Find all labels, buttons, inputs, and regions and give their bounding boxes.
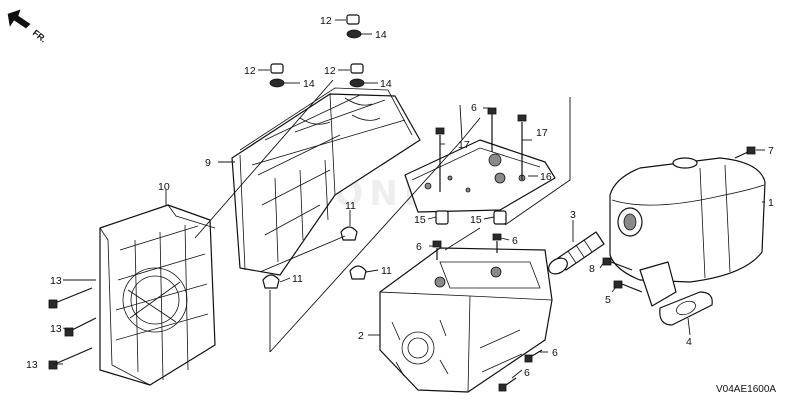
callout-14-left: 14 [303, 78, 315, 90]
drawing-code: V04AE1600A [716, 384, 776, 395]
callout-5: 5 [605, 294, 611, 306]
part-4-gasket[interactable] [659, 291, 713, 326]
part-6-bolt-lower-right[interactable] [524, 349, 543, 363]
callout-13-middle: 13 [50, 323, 62, 335]
part-14-washer-top[interactable] [346, 29, 362, 39]
callout-15-left: 15 [414, 214, 426, 226]
part-6-bolt-top[interactable] [487, 107, 497, 152]
part-6-bolt-protector-left[interactable] [432, 240, 442, 260]
part-12-nut-right[interactable] [350, 63, 364, 74]
callout-3: 3 [570, 209, 576, 221]
callout-6-protector-left: 6 [416, 241, 422, 253]
part-17-bolt-left[interactable] [435, 127, 445, 192]
front-direction-label: FR. [31, 28, 49, 45]
callout-15-right: 15 [470, 214, 482, 226]
callout-11-lower-left: 11 [292, 273, 303, 285]
part-14-washer-right[interactable] [349, 78, 365, 88]
part-6-bolt-lower[interactable] [498, 377, 517, 392]
part-10-guard[interactable] [99, 204, 216, 386]
callout-6-protector-right: 6 [512, 235, 518, 247]
part-11-grommet-upper[interactable] [340, 226, 358, 241]
callout-16: 16 [540, 171, 552, 183]
part-12-nut-top[interactable] [346, 14, 360, 25]
part-5-flange-bolt[interactable] [613, 280, 643, 293]
callout-12-right: 12 [324, 65, 336, 77]
callout-6-lower: 6 [524, 367, 530, 379]
part-15-nut-right[interactable] [493, 210, 507, 225]
part-6-bolt-protector-right[interactable] [492, 233, 502, 253]
part-13-bolt-bottom[interactable] [48, 347, 93, 370]
part-14-washer-left[interactable] [269, 78, 285, 88]
part-16-mounting-plate[interactable] [404, 139, 556, 213]
callout-9: 9 [205, 157, 211, 169]
leader-lines [52, 19, 765, 379]
callout-6-top: 6 [471, 102, 477, 114]
callout-12-left: 12 [244, 65, 256, 77]
callout-1: 1 [768, 197, 774, 209]
part-13-bolt-middle[interactable] [64, 317, 97, 337]
callout-17-right: 17 [536, 127, 548, 139]
callout-17-left: 17 [458, 139, 470, 151]
part-muffler-flange [639, 261, 677, 307]
part-17-bolt-right[interactable] [517, 114, 527, 180]
assembly-frame-lines [194, 79, 571, 353]
part-2-muffler-protector[interactable] [379, 247, 553, 393]
part-11-grommet-lower-left[interactable] [262, 274, 280, 289]
callout-2: 2 [358, 330, 364, 342]
callout-14-right: 14 [380, 78, 392, 90]
callout-7: 7 [768, 145, 774, 157]
callout-12-top: 12 [320, 15, 332, 27]
callout-14-top: 14 [375, 29, 387, 41]
part-7-bolt[interactable] [734, 146, 756, 159]
part-1-muffler[interactable] [609, 157, 766, 283]
callout-10: 10 [158, 181, 170, 193]
part-15-nut-left[interactable] [435, 210, 449, 225]
part-3-spark-arrester[interactable] [546, 231, 605, 277]
part-8-flange-bolt[interactable] [602, 257, 633, 271]
front-direction-arrow: FR. [7, 9, 49, 45]
part-11-grommet-lower-right[interactable] [349, 265, 367, 280]
part-12-nut-left[interactable] [270, 63, 284, 74]
callout-11-upper: 11 [345, 200, 356, 212]
callout-labels: 12 14 12 14 12 14 6 17 17 16 9 10 11 15 … [26, 15, 774, 379]
callout-8: 8 [589, 263, 595, 275]
callout-13-bottom: 13 [26, 359, 38, 371]
callout-6-lower-right: 6 [552, 347, 558, 359]
callout-11-lower-right: 11 [381, 265, 392, 277]
part-9-heat-shield[interactable] [231, 87, 421, 276]
callout-13-top: 13 [50, 275, 62, 287]
callout-4: 4 [686, 336, 692, 348]
part-13-bolt-top[interactable] [48, 287, 93, 309]
